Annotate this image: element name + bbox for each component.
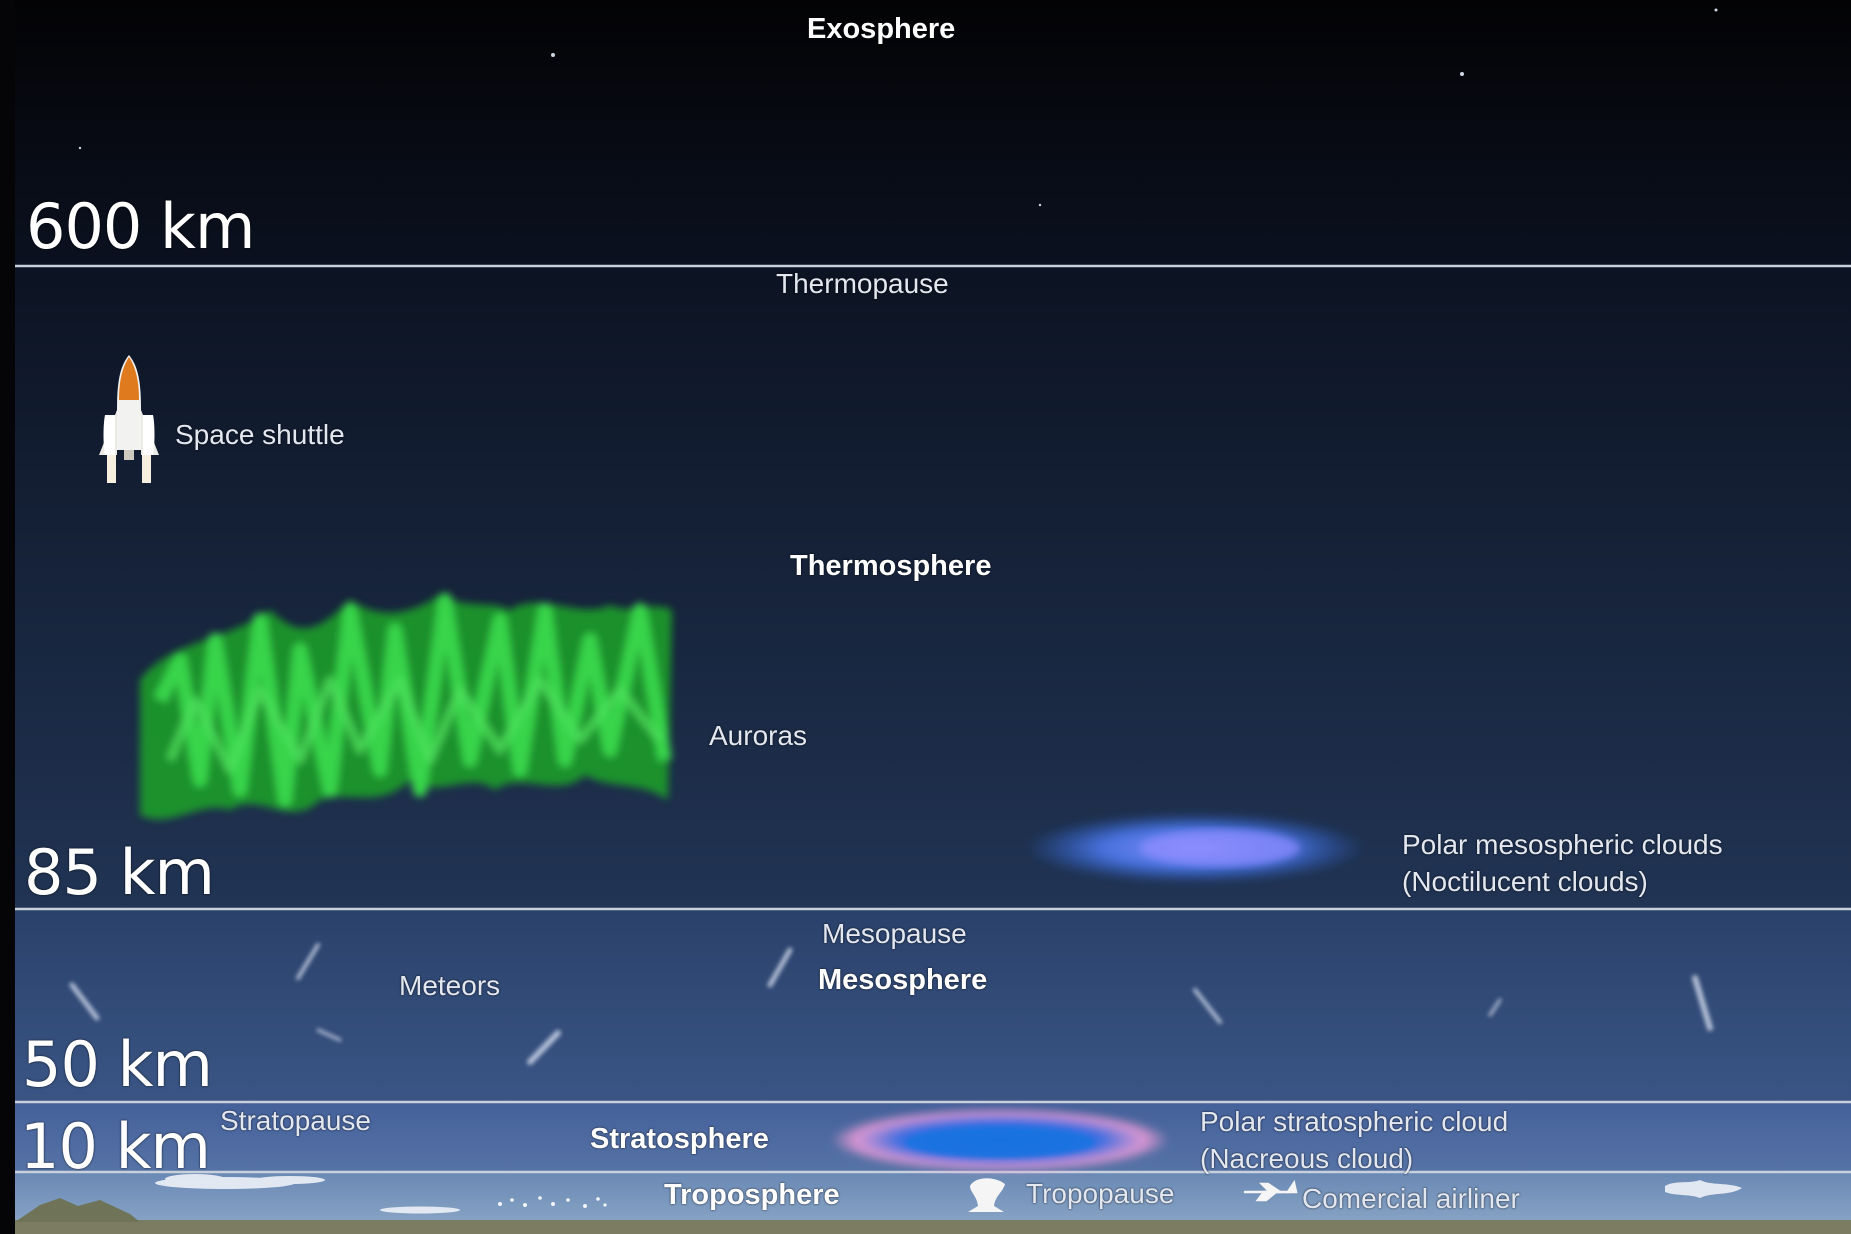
altitude-85km: 85 km xyxy=(24,836,215,909)
ground xyxy=(15,1220,1851,1234)
thermosphere-label: Thermosphere xyxy=(790,550,992,582)
tropopause-cloud-icon xyxy=(968,1178,1005,1212)
stratopause-label: Stratopause xyxy=(220,1105,371,1136)
meteor-icon xyxy=(69,943,1713,1065)
mesopause-label: Mesopause xyxy=(822,918,967,949)
noctilucent-cloud-icon xyxy=(1025,812,1365,884)
stratosphere-label: Stratosphere xyxy=(590,1123,769,1155)
polar-stratospheric-line1: Polar stratospheric cloud xyxy=(1200,1106,1509,1137)
altitude-50km: 50 km xyxy=(22,1028,213,1101)
thermopause-label: Thermopause xyxy=(776,268,949,299)
nacreous-cloud-icon xyxy=(830,1108,1170,1172)
mesosphere-label: Mesosphere xyxy=(818,964,988,996)
boundary-lines xyxy=(15,264,1851,1174)
tropopause-label: Tropopause xyxy=(1026,1178,1175,1209)
polar-stratospheric-cloud-label: Polar stratospheric cloud (Nacreous clou… xyxy=(1200,1103,1508,1177)
exosphere-band xyxy=(15,0,1851,266)
auroras-label: Auroras xyxy=(709,720,808,751)
polar-mesospheric-line2: (Noctilucent clouds) xyxy=(1402,866,1648,897)
space-shuttle-icon xyxy=(99,355,159,483)
airliner-label: Comercial airliner xyxy=(1302,1183,1520,1214)
cloud-icon xyxy=(155,1174,1742,1214)
thermosphere-band xyxy=(15,266,1851,909)
space-shuttle-label: Space shuttle xyxy=(175,419,345,450)
altitude-600km: 600 km xyxy=(26,190,255,263)
altitude-10km: 10 km xyxy=(20,1110,211,1183)
mesosphere-band xyxy=(15,909,1851,1102)
polar-mesospheric-line1: Polar mesospheric clouds xyxy=(1402,829,1723,860)
polar-stratospheric-line2: (Nacreous cloud) xyxy=(1200,1143,1414,1174)
stars xyxy=(78,8,1718,207)
polar-mesospheric-clouds-label: Polar mesospheric clouds (Noctilucent cl… xyxy=(1402,826,1723,900)
troposphere-label: Troposphere xyxy=(664,1179,840,1211)
exosphere-label: Exosphere xyxy=(807,13,956,45)
aurora-icon xyxy=(140,593,672,820)
airliner-icon xyxy=(1243,1179,1298,1202)
mountain-icon xyxy=(15,1198,140,1222)
meteors-label: Meteors xyxy=(399,970,501,1001)
